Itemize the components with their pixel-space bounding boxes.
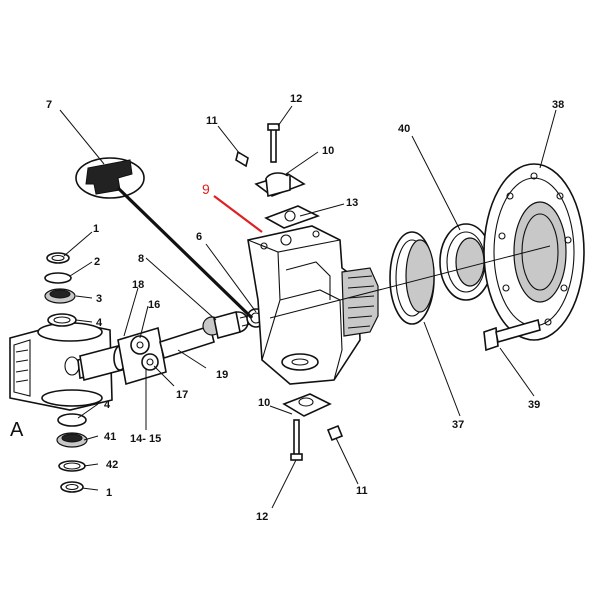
callout-4-top: 4 [96,317,103,329]
highlight-leader [213,195,263,233]
callout-1-bot: 1 [106,487,112,499]
callout-17: 17 [176,389,188,401]
drive-shaft [79,305,293,386]
callout-41: 41 [104,431,116,443]
shaft-axis-line [269,245,551,319]
hub-bolt [483,318,541,352]
callout-10-bot: 10 [258,397,270,409]
callout-39: 39 [528,399,540,411]
callout-3: 3 [96,293,102,305]
callout-6: 6 [196,231,202,243]
callout-14-15: 14- 15 [130,433,161,445]
callout-37: 37 [452,419,464,431]
callout-16: 16 [148,299,160,311]
callout-12-bot: 12 [256,511,268,523]
leader-lines [59,105,557,509]
callout-38: 38 [552,99,564,111]
callout-2: 2 [94,256,100,268]
callout-40: 40 [398,123,410,135]
callout-19: 19 [216,369,228,381]
bottom-kingpin-cap [282,393,344,461]
callout-8: 8 [138,253,144,265]
highlighted-callout-9: 9 [202,181,210,197]
callout-42: 42 [106,459,118,471]
callout-12-top: 12 [290,93,302,105]
callout-1-top: 1 [93,223,99,235]
callout-labels: 1 2 3 4 4 6 7 8 10 10 11 11 12 12 13 14-… [46,93,564,523]
wheel-hub [483,163,585,341]
steering-knuckle [247,225,379,385]
callout-7: 7 [46,99,52,111]
callout-10-top: 10 [322,145,334,157]
callout-11-top: 11 [206,115,218,127]
detail-bubble-7 [75,157,254,320]
callout-18: 18 [132,279,144,291]
wheel-bearings [389,223,493,325]
top-kingpin-cap [235,123,321,229]
callout-11-bot: 11 [356,485,368,497]
callout-4-bot: 4 [104,399,111,411]
upper-bearing-stack [44,252,77,327]
view-letter: A [10,419,24,441]
lower-bearing-stack [56,413,88,493]
callout-13: 13 [346,197,358,209]
